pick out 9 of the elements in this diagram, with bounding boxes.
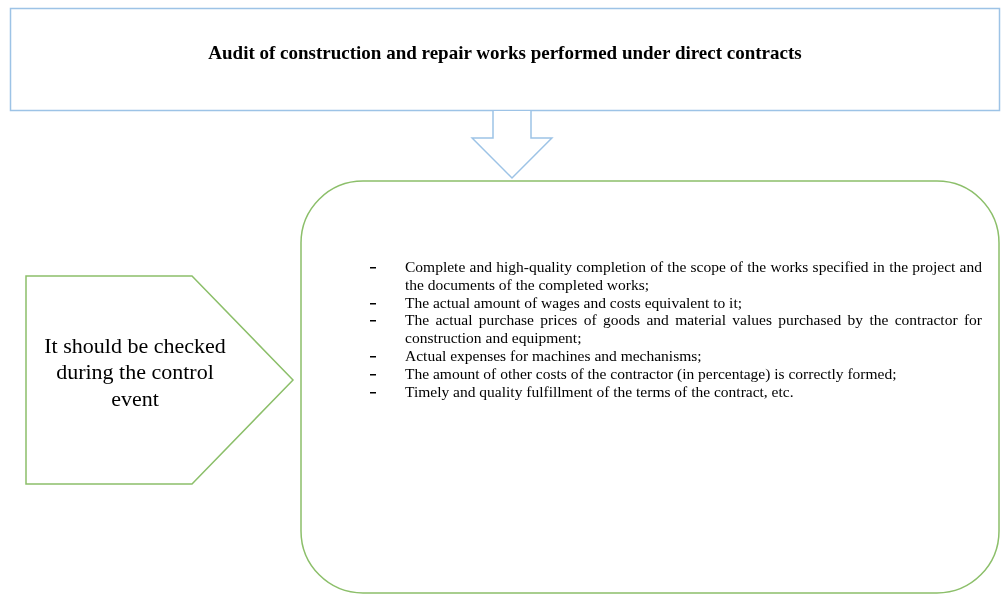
list-item-text: The actual amount of wages and costs equivalent to it; xyxy=(405,293,744,312)
block-arrow xyxy=(470,110,554,180)
list-item-text: Actual expenses for machines and mechanisms; xyxy=(405,347,703,365)
list-item-text: The actual purchase prices of goods and material values purchased by the contractor for construction and equipment; xyxy=(405,311,982,348)
title-text: Audit of construction and repair works performed under direct contracts xyxy=(207,42,803,64)
node-text: It should be checked during the control event xyxy=(43,333,227,413)
list-item-text: Complete and high-quality completion of the scope of the works specified in the project and the documents of the completed works; xyxy=(405,258,982,294)
list-item-text: Timely and quality fulfillment of the terms of the contract, etc. xyxy=(405,382,795,401)
list-item-text: The amount of other costs of the contractor (in percentage) is correctly formed; xyxy=(405,364,898,383)
